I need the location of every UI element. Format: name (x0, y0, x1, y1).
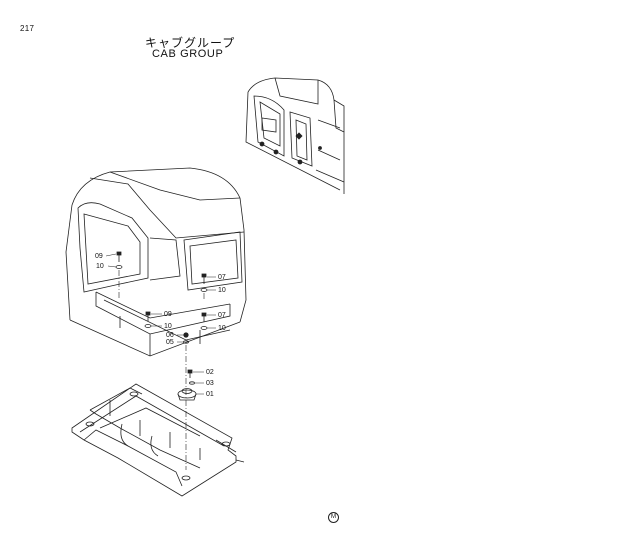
cab-shell (65, 167, 247, 357)
callout-01: 01 (206, 391, 214, 398)
callout-10d: 10 (218, 325, 226, 332)
callout-05: 05 (166, 339, 174, 346)
title-japanese: キャブグループ (145, 36, 236, 50)
callout-10a: 10 (96, 263, 104, 270)
washer-10a (115, 265, 123, 269)
washer-10d (200, 326, 208, 330)
bolt-07a (201, 273, 207, 284)
inset-cab-view (245, 77, 345, 194)
title-english: CAB GROUP (152, 48, 224, 60)
page-number: 217 (20, 24, 35, 33)
callout-03: 03 (206, 380, 214, 387)
center-lines (118, 270, 205, 470)
callout-10c: 10 (164, 323, 172, 330)
callout-09a: 09 (95, 253, 103, 260)
callout-10b: 10 (218, 287, 226, 294)
bolt-07b (201, 312, 207, 322)
circled-m-mark: M (328, 512, 339, 523)
washer-10b (200, 288, 208, 292)
bolt-09b (145, 311, 151, 321)
bolt-09a (116, 251, 122, 262)
base-frame (71, 383, 245, 497)
bolt-02 (187, 369, 193, 378)
nut-06 (183, 332, 189, 338)
callout-06: 06 (166, 332, 174, 339)
callout-07a: 07 (218, 274, 226, 281)
callout-07b: 07 (218, 312, 226, 319)
callout-09b: 09 (164, 311, 172, 318)
callout-02: 02 (206, 369, 214, 376)
callout-labels: 09 10 07 10 09 10 07 10 06 05 02 03 01 (95, 253, 226, 398)
washer-10c (144, 324, 152, 328)
washer-03 (189, 381, 195, 385)
leader-lines (105, 253, 216, 395)
cab-mount-01 (177, 388, 197, 401)
